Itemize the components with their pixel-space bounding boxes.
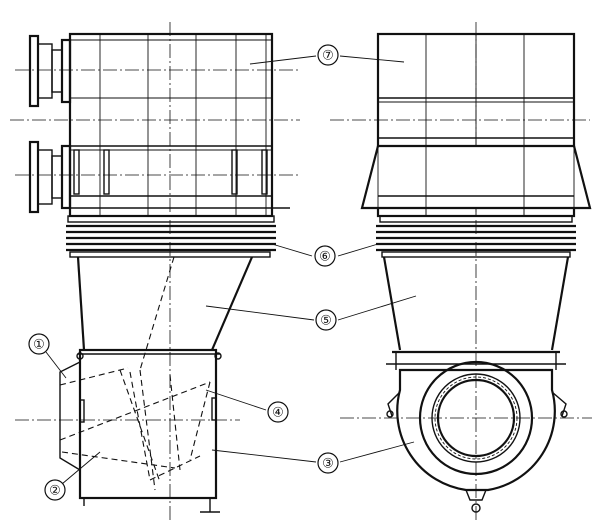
callout-1: ① [28, 333, 50, 355]
callout-label-6: ⑥ [319, 250, 331, 265]
callout-label-3: ③ [322, 457, 334, 472]
cooler-box-front [360, 32, 592, 218]
callout-5: ⑤ [315, 309, 337, 331]
callout-2: ② [44, 479, 66, 501]
callout-label-4: ④ [272, 406, 284, 421]
upper-flange [28, 34, 72, 108]
lower-flange [28, 140, 72, 214]
transition-duct-side [76, 256, 254, 491]
callout-label-7: ⑦ [322, 49, 334, 64]
callout-7: ⑦ [317, 44, 339, 66]
callout-4: ④ [267, 401, 289, 423]
cyclone-volute-front [386, 350, 568, 513]
callout-3: ③ [317, 452, 339, 474]
right-view [330, 22, 592, 520]
bellows-side [66, 215, 276, 258]
left-view [10, 22, 300, 520]
cooler-box-side [62, 32, 290, 218]
callout-label-2: ② [49, 484, 61, 499]
callout-6: ⑥ [314, 245, 336, 267]
bellows-front [376, 215, 576, 258]
callout-label-1: ① [33, 338, 45, 353]
leader-lines [45, 55, 417, 485]
cyclone-housing-side [59, 348, 222, 513]
callout-label-5: ⑤ [320, 314, 332, 329]
